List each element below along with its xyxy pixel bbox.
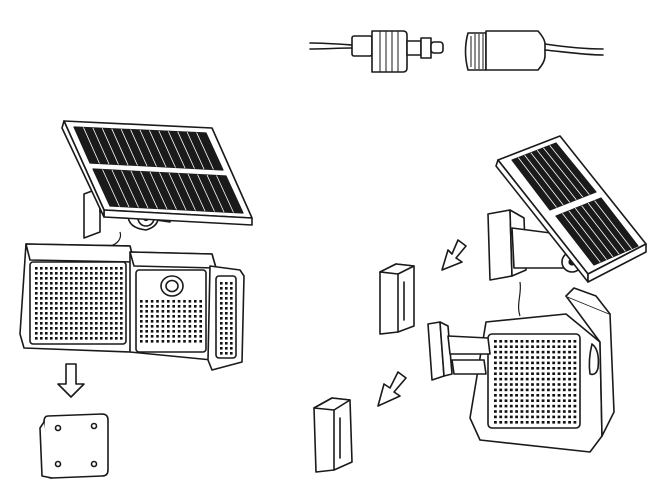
solar-cells-lower-right (555, 197, 639, 266)
arrow-lower (377, 371, 407, 407)
upper-mount-cap (379, 263, 415, 335)
right-lamp-body (469, 287, 615, 453)
female-socket (464, 30, 604, 71)
left-assembled-light (19, 120, 253, 479)
right-led-panel (487, 333, 581, 429)
male-plug (309, 30, 444, 73)
cable-right (544, 43, 604, 50)
lower-mount-cap (313, 397, 353, 473)
left-solar-panel (61, 120, 253, 226)
left-light-bar (19, 243, 245, 371)
cable-left (309, 42, 353, 46)
arrow-upper (441, 239, 467, 271)
right-rotated-light (313, 135, 647, 473)
right-bracket-plate (427, 321, 491, 381)
right-bracket (487, 209, 583, 317)
left-down-arrow (57, 363, 85, 398)
cable-connector (309, 30, 604, 73)
left-mounting-plate (39, 413, 109, 479)
right-solar-panel (495, 135, 647, 283)
solar-cells-upper-right (511, 142, 597, 211)
center-led-panel (135, 269, 207, 353)
